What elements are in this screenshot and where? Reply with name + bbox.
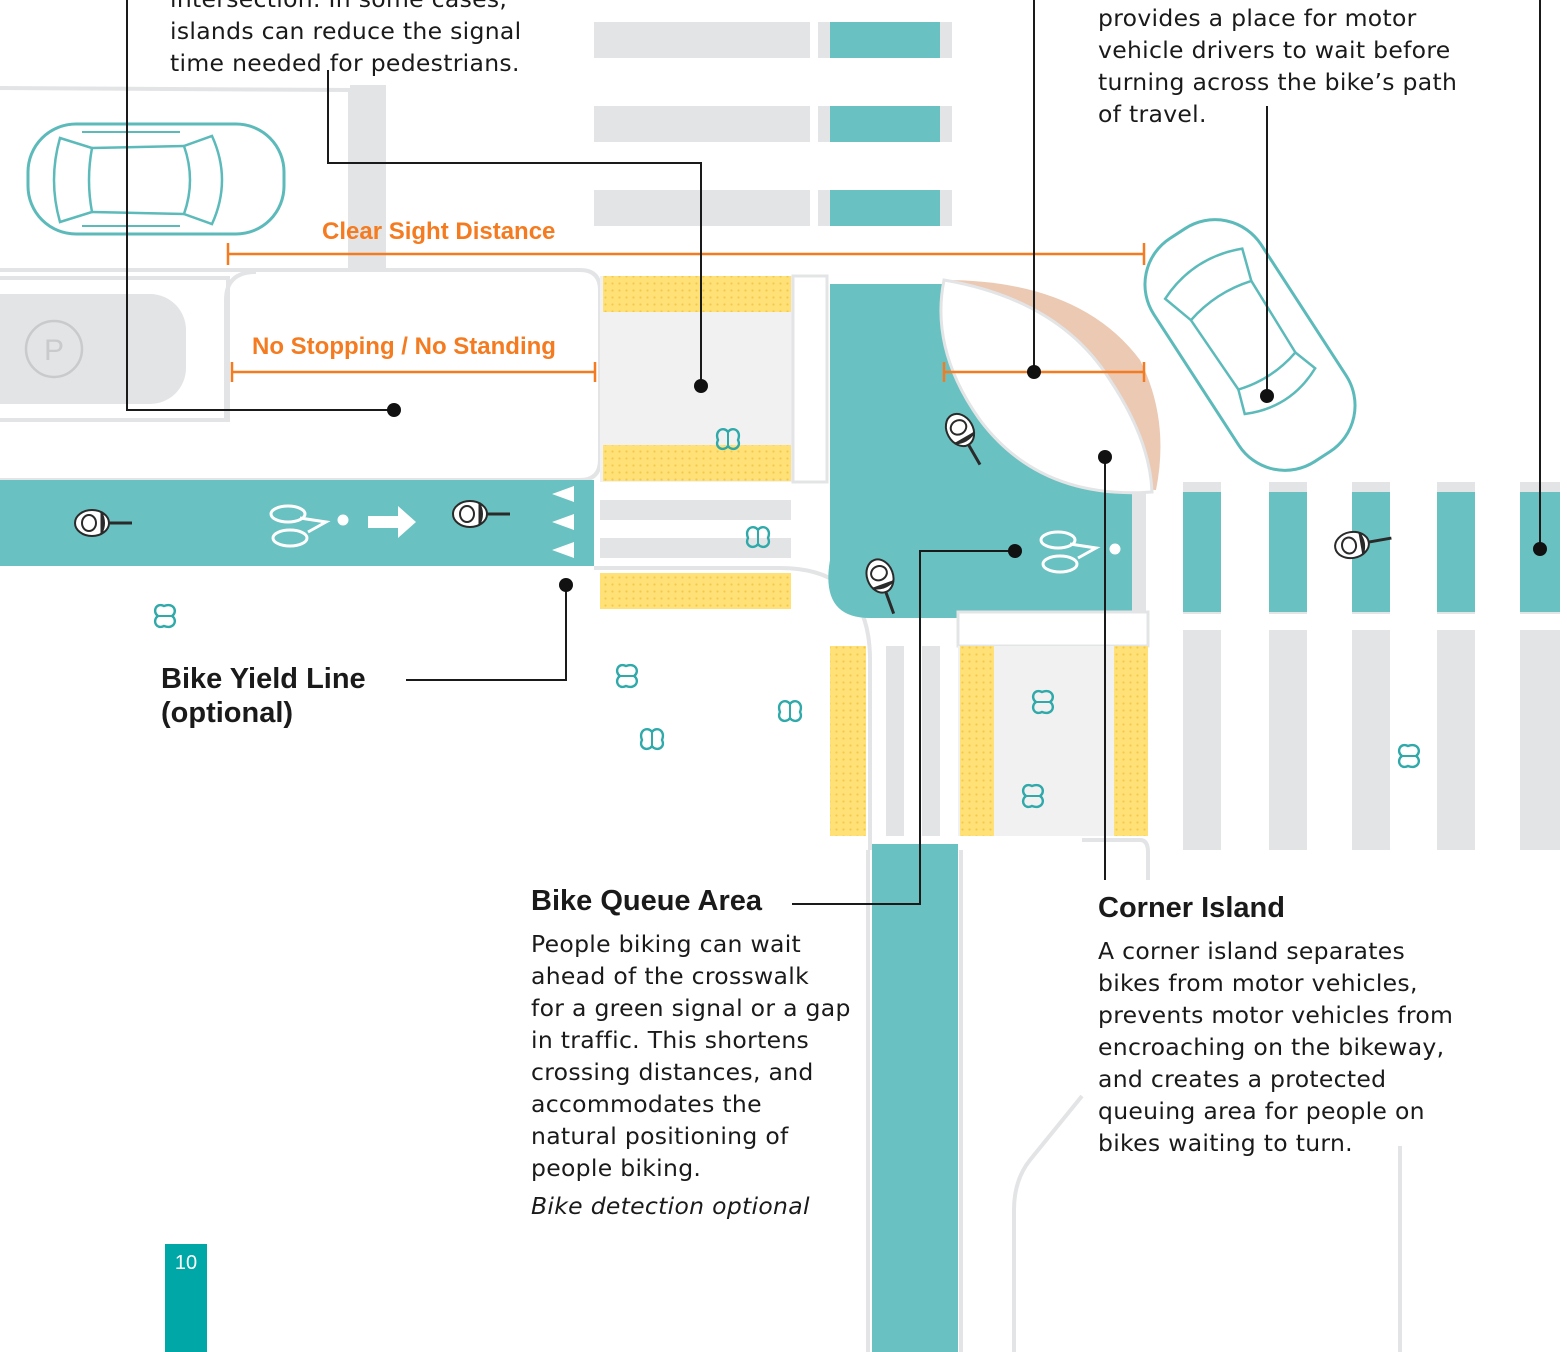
bike-yield-line	[552, 486, 574, 558]
bike-lane-vertical	[872, 844, 958, 1352]
bike-queue-body: People biking can wait ahead of the cros…	[531, 928, 861, 1184]
leader-dots	[387, 365, 1547, 592]
callout-line: islands can reduce the signal	[170, 17, 522, 45]
body-line: for a green signal or a gap	[531, 994, 851, 1022]
clear-sight-label: Clear Sight Distance	[322, 218, 556, 245]
body-line: natural positioning of	[531, 1122, 789, 1150]
no-stopping-label: No Stopping / No Standing	[252, 333, 556, 360]
body-line: bikes from motor vehicles,	[1098, 969, 1418, 997]
callout-line: of travel.	[1098, 100, 1207, 128]
heading-line: Bike Yield Line	[161, 663, 366, 695]
bike-detection-note: Bike detection optional	[531, 1192, 810, 1220]
motor-vehicle-callout: provides a place for motor vehicle drive…	[1098, 2, 1478, 130]
body-line: prevents motor vehicles from	[1098, 1001, 1454, 1029]
callout-line: turning across the bike’s path	[1098, 68, 1458, 96]
clear-sight-dimension	[226, 243, 1146, 265]
corner-island-body: A corner island separates bikes from mot…	[1098, 935, 1478, 1159]
turning-car	[1143, 218, 1357, 472]
callout-line: time needed for pedestrians.	[170, 49, 520, 77]
corner-island-heading: Corner Island	[1098, 892, 1285, 924]
body-line: A corner island separates	[1098, 937, 1406, 965]
heading-line: (optional)	[161, 697, 294, 729]
right-crosswalk	[1183, 482, 1560, 850]
parking-symbol: P	[44, 334, 64, 367]
top-crosswalk-bars	[594, 22, 952, 226]
callout-line: vehicle drivers to wait before	[1098, 36, 1451, 64]
bike-arrow	[368, 506, 416, 538]
page-tab	[165, 1244, 207, 1352]
body-line: queuing area for people on	[1098, 1097, 1425, 1125]
body-line: encroaching on the bikeway,	[1098, 1033, 1445, 1061]
curb-line-bottom	[1012, 1094, 1084, 1352]
corner-curb-left	[594, 566, 872, 850]
no-stopping-dimension	[230, 362, 597, 382]
car-top-left	[26, 122, 286, 236]
leader-lines	[126, 0, 1541, 905]
pedestrian-island-callout: intersection. In some cases, islands can…	[170, 0, 550, 79]
body-line: accommodates the	[531, 1090, 762, 1118]
body-line: People biking can wait	[531, 930, 802, 958]
callout-line: intersection. In some cases,	[170, 0, 550, 15]
refuge-island	[600, 274, 829, 484]
body-line: in traffic. This shortens	[531, 1026, 810, 1054]
corner-island	[939, 278, 1154, 495]
body-line: bikes waiting to turn.	[1098, 1129, 1353, 1157]
bike-symbol-intersection	[1039, 530, 1121, 574]
bike-queue-green-area	[828, 284, 1132, 618]
page-number: 10	[174, 1252, 198, 1274]
bike-queue-heading: Bike Queue Area	[531, 885, 763, 917]
lower-crosswalk	[830, 610, 1150, 836]
parking-space: P	[0, 294, 186, 404]
body-line: and creates a protected	[1098, 1065, 1387, 1093]
callout-line: provides a place for motor	[1098, 4, 1417, 32]
body-line: crossing distances, and	[531, 1058, 814, 1086]
bike-symbol-left	[269, 504, 349, 548]
bike-yield-heading: Bike Yield Line (optional)	[161, 662, 401, 730]
body-line: people biking.	[531, 1154, 702, 1182]
island-width-dimension	[942, 362, 1146, 382]
body-line: ahead of the crosswalk	[531, 962, 809, 990]
